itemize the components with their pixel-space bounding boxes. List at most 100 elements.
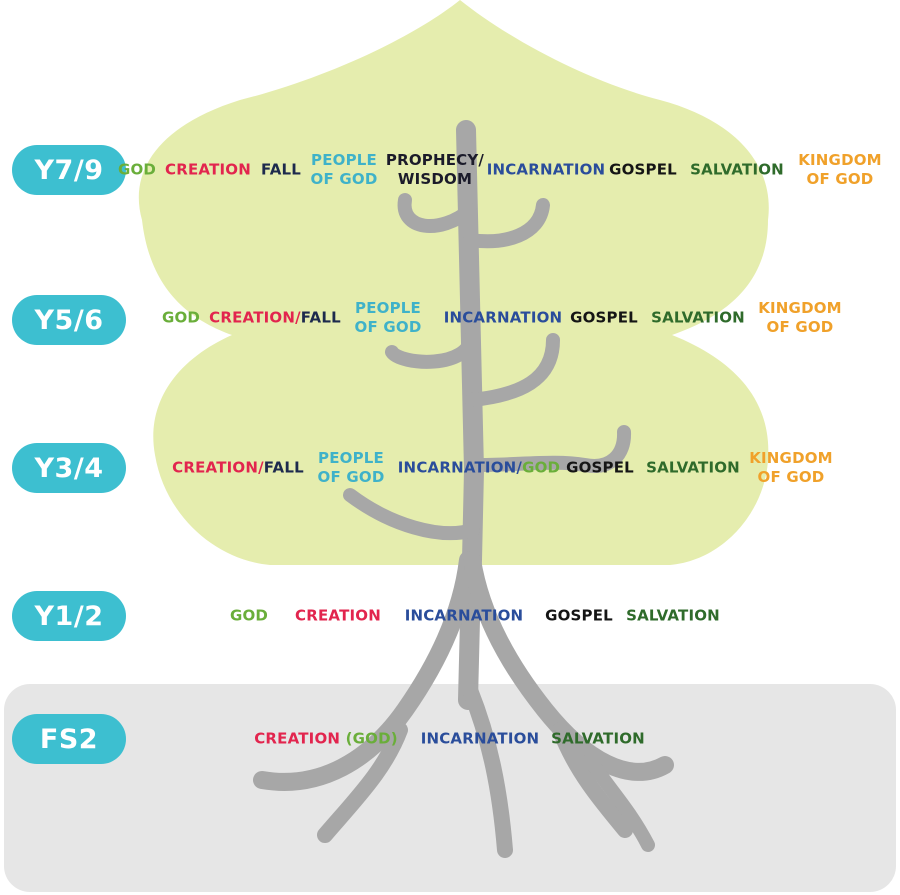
concept-segment: FALL xyxy=(263,458,304,477)
concept-segment: PROPHECY/ xyxy=(385,151,485,169)
concept-segment: FALL xyxy=(260,160,302,179)
concept-label: GOSPEL xyxy=(545,607,613,626)
concept-segment: KINGDOM xyxy=(749,449,833,467)
concept-label: INCARNATION xyxy=(421,730,540,749)
concept-label: INCARNATION xyxy=(444,309,563,328)
concept-line: INCARNATION xyxy=(444,309,563,328)
concept-segment: SALVATION xyxy=(690,160,784,179)
concept-line: KINGDOM xyxy=(798,151,882,170)
concept-line: PROPHECY/ xyxy=(386,151,484,170)
concept-segment: PEOPLE xyxy=(355,299,421,317)
level-badge-fs2: FS2 xyxy=(12,714,126,764)
concept-line: KINGDOM xyxy=(749,449,833,468)
concept-label: SALVATION xyxy=(690,161,784,180)
concept-line: SALVATION xyxy=(551,730,645,749)
concept-segment: OF GOD xyxy=(757,468,825,486)
concept-line: GOD xyxy=(230,607,268,626)
concept-line: OF GOD xyxy=(758,318,842,337)
concept-label: GOSPEL xyxy=(566,459,634,478)
concept-line: GOSPEL xyxy=(570,309,638,328)
concept-label: SALVATION xyxy=(646,459,740,478)
concept-label: CREATION/FALL xyxy=(172,459,304,478)
concept-segment: SALVATION xyxy=(651,308,745,327)
level-badge-y3-4: Y3/4 xyxy=(12,443,126,493)
concept-segment: PEOPLE xyxy=(318,449,384,467)
concept-line: SALVATION xyxy=(626,607,720,626)
concept-line: OF GOD xyxy=(311,170,378,189)
ground-panel xyxy=(4,684,896,892)
concept-line: OF GOD xyxy=(749,468,833,487)
concept-line: INCARNATION xyxy=(421,730,540,749)
concept-segment: GOSPEL xyxy=(609,160,677,179)
concept-label: GOD xyxy=(162,309,200,328)
concept-line: CREATION xyxy=(165,161,251,180)
concept-line: INCARNATION/GOD xyxy=(398,459,560,478)
concept-line: OF GOD xyxy=(318,468,385,487)
concept-segment: FALL xyxy=(300,308,341,327)
concept-segment: KINGDOM xyxy=(798,151,882,169)
concept-label: CREATION xyxy=(295,607,381,626)
concept-segment: INCARNATION/ xyxy=(397,458,523,477)
concept-segment: KINGDOM xyxy=(758,299,842,317)
concept-line: CREATION xyxy=(295,607,381,626)
concept-segment: SALVATION xyxy=(646,458,740,477)
concept-segment: OF GOD xyxy=(354,318,422,336)
concept-line: GOSPEL xyxy=(609,161,677,180)
concept-segment: CREATION/ xyxy=(209,308,301,327)
concept-segment: GOD xyxy=(117,160,157,179)
concept-label: FALL xyxy=(261,161,301,180)
concept-segment: GOSPEL xyxy=(545,606,613,625)
concept-segment: PEOPLE xyxy=(311,151,377,169)
level-badge-y5-6: Y5/6 xyxy=(12,295,126,345)
concept-label: CREATION xyxy=(165,161,251,180)
concept-line: INCARNATION xyxy=(487,161,606,180)
concept-segment: OF GOD xyxy=(317,468,385,486)
concept-segment: SALVATION xyxy=(626,606,720,625)
concept-line: OF GOD xyxy=(355,318,422,337)
concept-line: PEOPLE xyxy=(311,151,378,170)
concept-line: CREATION/FALL xyxy=(172,459,304,478)
concept-line: FALL xyxy=(261,161,301,180)
concept-line: GOSPEL xyxy=(566,459,634,478)
concept-label: GOD xyxy=(118,161,156,180)
concept-label: GOSPEL xyxy=(570,309,638,328)
concept-line: PEOPLE xyxy=(318,449,385,468)
concept-line: CREATION (GOD) xyxy=(254,730,398,749)
concept-line: WISDOM xyxy=(386,170,484,189)
concept-segment: CREATION xyxy=(295,606,381,625)
concept-segment: INCARNATION xyxy=(420,729,540,748)
concept-label: SALVATION xyxy=(626,607,720,626)
concept-segment: GOSPEL xyxy=(570,308,638,327)
concept-segment: (GOD) xyxy=(345,729,398,748)
concept-label: SALVATION xyxy=(651,309,745,328)
concept-line: GOD xyxy=(162,309,200,328)
concept-line: OF GOD xyxy=(798,170,882,189)
concept-segment: INCARNATION xyxy=(486,160,606,179)
concept-segment: SALVATION xyxy=(551,729,645,748)
concept-label: INCARNATION/GOD xyxy=(398,459,560,478)
concept-line: KINGDOM xyxy=(758,299,842,318)
concept-label: GOSPEL xyxy=(609,161,677,180)
concept-segment: GOD xyxy=(522,458,561,477)
concept-line: SALVATION xyxy=(690,161,784,180)
concept-segment: CREATION/ xyxy=(172,458,264,477)
concept-segment: INCARNATION xyxy=(443,308,563,327)
concept-segment: CREATION xyxy=(165,160,251,179)
concept-line: CREATION/FALL xyxy=(209,309,341,328)
tree-canopy xyxy=(138,0,769,565)
concept-label: GOD xyxy=(230,607,268,626)
level-badge-y7-9: Y7/9 xyxy=(12,145,126,195)
concept-label: SALVATION xyxy=(551,730,645,749)
concept-segment: GOSPEL xyxy=(566,458,634,477)
concept-segment: OF GOD xyxy=(806,170,874,188)
concept-segment: OF GOD xyxy=(310,170,378,188)
concept-line: GOSPEL xyxy=(545,607,613,626)
concept-label: CREATION/FALL xyxy=(209,309,341,328)
